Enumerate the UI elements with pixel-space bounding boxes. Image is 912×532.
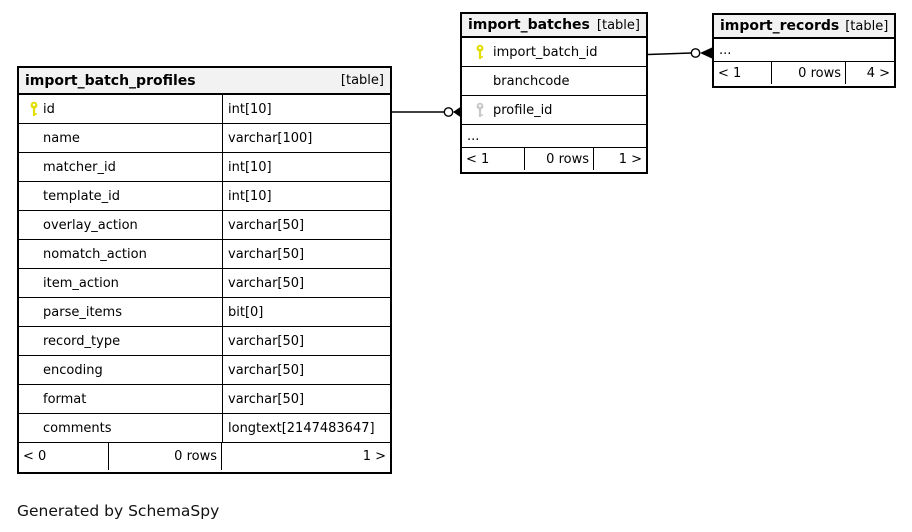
ellipsis: ... xyxy=(719,42,732,58)
column-name: matcher_id xyxy=(43,159,116,175)
connector-profiles-to-batches xyxy=(392,106,462,118)
column-name: branchcode xyxy=(493,73,570,89)
table-header[interactable]: import_records [table] xyxy=(714,15,894,39)
table-type-tag: [table] xyxy=(845,18,889,34)
column-name: item_action xyxy=(43,275,119,291)
table-name: import_records xyxy=(720,18,840,34)
pager: < 1 0 rows 4 > xyxy=(714,62,894,84)
column-name: id xyxy=(43,101,55,117)
table-type-tag: [table] xyxy=(340,73,384,88)
generator-note: Generated by SchemaSpy xyxy=(17,502,220,520)
pager-row-count: 0 rows xyxy=(772,62,846,84)
ellipsis: ... xyxy=(467,128,480,144)
column-type: varchar[100] xyxy=(228,130,313,146)
column-name: format xyxy=(43,391,87,407)
primary-key-icon xyxy=(470,44,489,60)
column-type: varchar[50] xyxy=(228,275,305,291)
column-row-profile-id: profile_id xyxy=(462,96,646,125)
column-name: template_id xyxy=(43,188,121,204)
column-type: varchar[50] xyxy=(228,333,305,349)
table-import_records[interactable]: import_records [table] ... < 1 0 rows 4 … xyxy=(712,13,896,88)
column-row-encoding: encoding varchar[50] xyxy=(19,356,390,385)
column-name: profile_id xyxy=(493,102,553,118)
table-import_batches[interactable]: import_batches [table] import_batch_id b… xyxy=(460,12,648,174)
column-name: comments xyxy=(43,420,112,436)
pager-row-count: 0 rows xyxy=(525,148,594,170)
column-type: varchar[50] xyxy=(228,362,305,378)
column-name: overlay_action xyxy=(43,217,138,233)
column-row-comments: comments longtext[2147483647] xyxy=(19,414,390,443)
columns-ellipsis-row: ... xyxy=(714,39,894,62)
column-row-item-action: item_action varchar[50] xyxy=(19,269,390,298)
column-name: record_type xyxy=(43,333,121,349)
column-row-name: name varchar[100] xyxy=(19,124,390,153)
column-type: int[10] xyxy=(228,188,272,204)
table-name: import_batch_profiles xyxy=(25,72,196,89)
pager-prev: < 1 xyxy=(714,62,772,84)
column-row-overlay-action: overlay_action varchar[50] xyxy=(19,211,390,240)
table-name: import_batches xyxy=(468,17,590,33)
column-row-parse-items: parse_items bit[0] xyxy=(19,298,390,327)
table-header[interactable]: import_batch_profiles [table] xyxy=(19,68,390,95)
pager-next: 1 > xyxy=(362,449,386,464)
column-row-matcher-id: matcher_id int[10] xyxy=(19,153,390,182)
column-type: int[10] xyxy=(228,159,272,175)
column-type: varchar[50] xyxy=(228,391,305,407)
column-type: int[10] xyxy=(228,101,272,117)
pager-prev: < 1 xyxy=(462,148,525,170)
column-type: longtext[2147483647] xyxy=(228,420,375,436)
primary-key-icon xyxy=(24,101,43,117)
column-row-template-id: template_id int[10] xyxy=(19,182,390,211)
column-type: varchar[50] xyxy=(228,217,305,233)
column-name: nomatch_action xyxy=(43,246,147,262)
column-row-import-batch-id: import_batch_id xyxy=(462,38,646,67)
column-type: bit[0] xyxy=(228,304,264,320)
connector-batches-to-records xyxy=(647,47,713,59)
foreign-key-icon xyxy=(470,102,489,118)
column-row-id: id int[10] xyxy=(19,95,390,124)
pager-next: 4 > xyxy=(866,65,890,81)
column-name: encoding xyxy=(43,362,103,378)
pager-prev: < 0 xyxy=(19,443,109,470)
column-name: name xyxy=(43,130,80,146)
column-name: parse_items xyxy=(43,304,122,320)
table-import_batch_profiles[interactable]: import_batch_profiles [table] id int[10] xyxy=(17,66,392,474)
pager-row-count: 0 rows xyxy=(109,443,222,470)
column-row-format: format varchar[50] xyxy=(19,385,390,414)
table-header[interactable]: import_batches [table] xyxy=(462,14,646,38)
column-row-record-type: record_type varchar[50] xyxy=(19,327,390,356)
column-row-nomatch-action: nomatch_action varchar[50] xyxy=(19,240,390,269)
pager: < 1 0 rows 1 > xyxy=(462,148,646,170)
pager: < 0 0 rows 1 > xyxy=(19,443,390,470)
table-type-tag: [table] xyxy=(596,17,640,33)
columns-ellipsis-row: ... xyxy=(462,125,646,148)
column-type: varchar[50] xyxy=(228,246,305,262)
column-row-branchcode: branchcode xyxy=(462,67,646,96)
column-name: import_batch_id xyxy=(493,44,598,60)
pager-next: 1 > xyxy=(618,151,642,167)
